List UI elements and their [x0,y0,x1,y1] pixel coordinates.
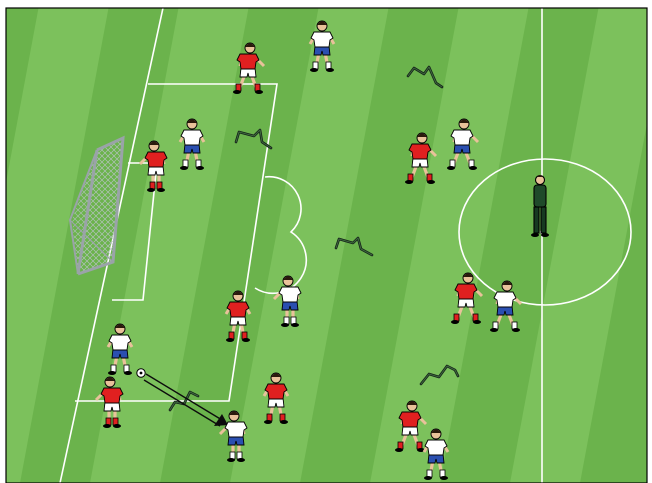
ball-icon [137,369,145,377]
